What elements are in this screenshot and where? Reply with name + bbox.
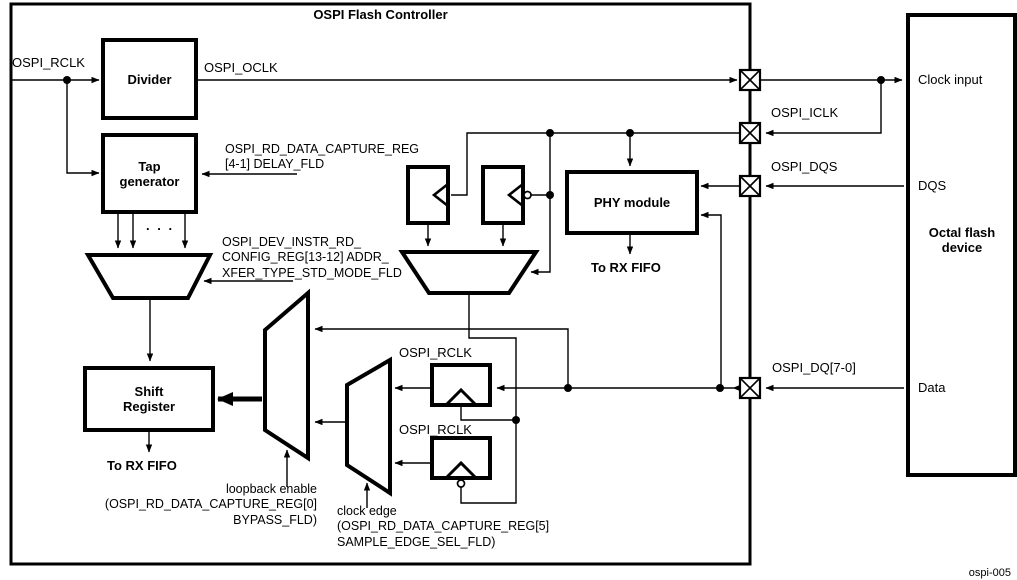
phy-module-box xyxy=(565,170,699,235)
tap-mux-icon xyxy=(84,253,214,300)
loopback-mux-icon xyxy=(263,288,310,462)
annotation-line: BYPASS_FLD) xyxy=(233,512,317,527)
shift-register-text: Shift Register xyxy=(122,384,176,414)
oclk-pad-icon xyxy=(738,68,762,92)
shift-register-box xyxy=(83,366,215,432)
iclk-inverted-dff-icon xyxy=(481,165,532,225)
to-rx-fifo-shift-label: To RX FIFO xyxy=(107,458,177,473)
tap-generator-text: Tap generator xyxy=(119,158,180,189)
annotation-line: XFER_TYPE_STD_MODE_FLD xyxy=(222,265,402,280)
figure-id: ospi-005 xyxy=(968,567,1011,579)
dq-pad-icon xyxy=(738,376,762,400)
data-capture-dff-icon xyxy=(430,363,492,407)
tap-generator-label: Tap generator xyxy=(103,135,196,212)
clock-edge-annotation: clock edge (OSPI_RD_DATA_CAPTURE_REG[5] … xyxy=(337,504,549,550)
clock-edge-mux-icon xyxy=(345,356,392,497)
annotation-line: (OSPI_RD_DATA_CAPTURE_REG[5] xyxy=(337,519,550,534)
io-pads xyxy=(738,68,762,400)
wiring-lines xyxy=(11,76,904,508)
tap-ellipsis: . . . xyxy=(146,218,175,233)
annotation-line: OSPI_DEV_INSTR_RD_ xyxy=(222,235,361,249)
phy-module-label: PHY module xyxy=(567,172,697,233)
iclk-pad-icon xyxy=(738,121,762,145)
annotation-line: CONFIG_REG[13-12] ADDR_ xyxy=(222,250,389,265)
signal-ospi-rclk: OSPI_RCLK xyxy=(12,55,85,70)
divider-text: Divider xyxy=(127,71,172,87)
signal-ospi-oclk: OSPI_OCLK xyxy=(204,60,278,75)
loopback-enable-annotation: loopback enable (OSPI_RD_DATA_CAPTURE_RE… xyxy=(105,482,317,528)
annotation-line: [4-1] DELAY_FLD xyxy=(225,157,325,172)
junction-dots xyxy=(63,76,885,424)
divider-label: Divider xyxy=(103,40,196,118)
capture-clock-mux-icon xyxy=(398,250,540,295)
to-rx-fifo-phy-label: To RX FIFO xyxy=(591,260,661,275)
divider-box xyxy=(101,38,198,120)
diagram-title: OSPI Flash Controller xyxy=(313,7,448,22)
flash-pin-data: Data xyxy=(918,380,946,395)
annotation-line: clock edge xyxy=(337,504,397,518)
signal-capture-ff2-clock: OSPI_RCLK xyxy=(399,422,472,437)
data-capture-inverted-dff-icon xyxy=(430,436,492,488)
flash-pin-dqs: DQS xyxy=(918,178,947,193)
delay-field-annotation: OSPI_RD_DATA_CAPTURE_REG [4-1] DELAY_FLD xyxy=(225,142,419,173)
dqs-pad-icon xyxy=(738,174,762,198)
iclk-dff-icon xyxy=(406,165,450,225)
flash-device-box xyxy=(906,13,1017,477)
annotation-line: SAMPLE_EDGE_SEL_FLD) xyxy=(337,534,496,549)
annotation-line: (OSPI_RD_DATA_CAPTURE_REG[0] xyxy=(104,497,317,512)
annotation-line: OSPI_RD_DATA_CAPTURE_REG xyxy=(225,142,420,156)
annotation-line: loopback enable xyxy=(225,482,317,496)
signal-ospi-iclk: OSPI_ICLK xyxy=(771,105,839,120)
flash-device-name: Octal flash device xyxy=(928,225,996,255)
phy-module-text: PHY module xyxy=(593,195,671,210)
shift-register-label: Shift Register xyxy=(85,368,213,430)
signal-ospi-dqs: OSPI_DQS xyxy=(771,159,838,174)
signal-ospi-dq: OSPI_DQ[7-0] xyxy=(772,360,856,375)
xfer-type-field-annotation: OSPI_DEV_INSTR_RD_ CONFIG_REG[13-12] ADD… xyxy=(222,235,402,281)
flash-pin-clock-input: Clock input xyxy=(918,72,983,87)
tap-generator-box xyxy=(101,133,198,214)
signal-capture-ff1-clock: OSPI_RCLK xyxy=(399,345,472,360)
